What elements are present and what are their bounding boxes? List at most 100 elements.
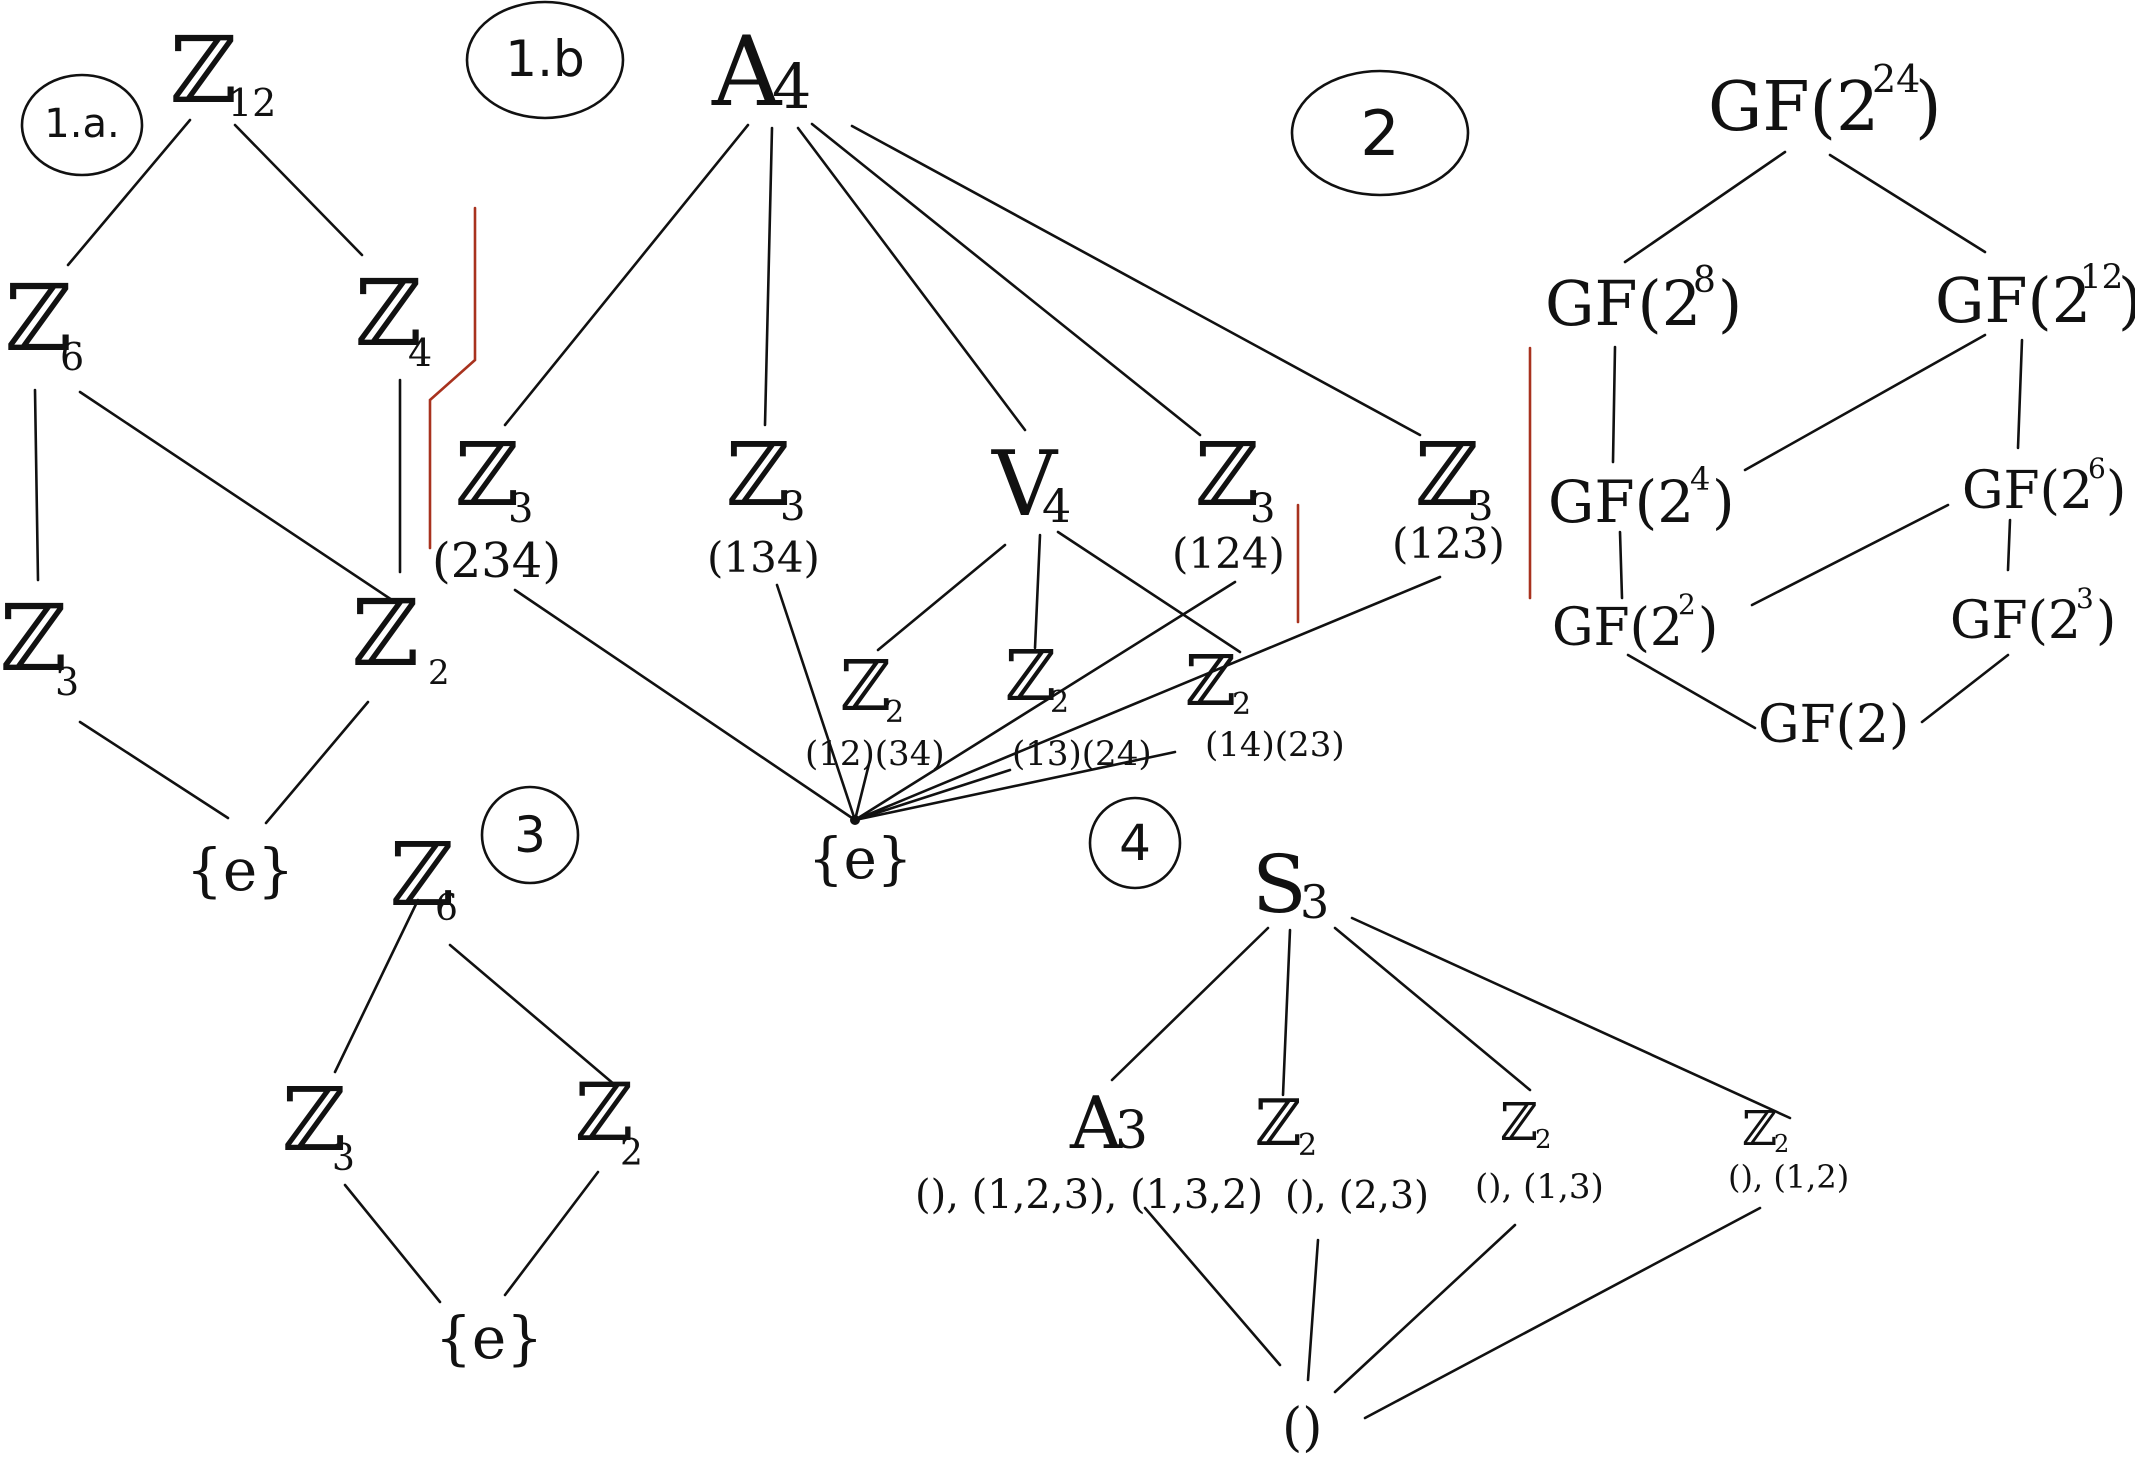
- node-1b-z2-a: ℤ 2 (12)(34): [805, 645, 945, 774]
- svg-text:8: 8: [1693, 260, 1716, 301]
- svg-text:2: 2: [428, 653, 450, 693]
- node-2-gf24: GF(2 24 ): [1708, 57, 1942, 147]
- svg-text:2: 2: [1535, 1125, 1552, 1155]
- svg-text:2: 2: [620, 1133, 643, 1174]
- svg-text:): ): [1698, 598, 1718, 658]
- tag-circle-3: [480, 785, 580, 885]
- svg-text:24: 24: [1872, 57, 1920, 101]
- node-2-gf2sq: GF(2 2 ): [1552, 588, 1718, 658]
- svg-text:ℤ: ℤ: [0, 585, 67, 692]
- svg-text:): ): [1718, 267, 1742, 340]
- diagram-1b: 1.b A 4 ℤ 3 (234) ℤ 3 (134): [432, 0, 1505, 892]
- svg-text:GF(2: GF(2: [1545, 267, 1701, 340]
- svg-text:(124): (124): [1172, 529, 1285, 578]
- svg-text:4: 4: [408, 331, 432, 375]
- svg-text:GF(2: GF(2: [1548, 468, 1694, 536]
- edge-z3-234-e: [513, 588, 857, 822]
- tag-circle-1a: [20, 73, 144, 177]
- svg-text:(134): (134): [707, 533, 820, 582]
- svg-text:A: A: [711, 16, 783, 128]
- node-4-z2-23: ℤ 2 (), (2,3): [1255, 1087, 1429, 1217]
- tag-3: 3: [514, 806, 546, 864]
- edge-gf24-gf12: [1828, 153, 1987, 254]
- svg-text:(), (1,2): (), (1,2): [1728, 1158, 1849, 1196]
- svg-text:(), (1,3): (), (1,3): [1475, 1167, 1604, 1207]
- edge-gf8-gf4: [1611, 345, 1617, 464]
- svg-text:3: 3: [2076, 582, 2094, 615]
- node-2-gf4: GF(2 4 ): [1548, 460, 1735, 536]
- svg-text:GF(2: GF(2: [1950, 591, 2081, 651]
- edge-z2-c-e: [853, 750, 1177, 822]
- svg-text:3: 3: [1250, 486, 1275, 532]
- node-1a-z4: ℤ 4: [355, 260, 432, 375]
- edge-3-z3-e: [343, 1183, 442, 1304]
- edge-s3-z2-23: [1281, 928, 1292, 1097]
- node-1a-z12: ℤ 12: [170, 17, 276, 125]
- svg-text:12: 12: [2080, 257, 2123, 297]
- node-2-gf2: GF(2): [1758, 695, 1909, 755]
- node-3-z3: ℤ 3: [282, 1068, 355, 1179]
- tag-2: 2: [1360, 97, 1399, 170]
- edge-z3-e: [78, 720, 230, 820]
- red-divider-1: [428, 206, 477, 550]
- node-1a-z6: ℤ 6: [5, 265, 84, 379]
- node-1a-e: {e}: [186, 836, 294, 904]
- svg-text:V: V: [991, 432, 1059, 537]
- node-2-gf3: GF(2 3 ): [1950, 582, 2116, 651]
- svg-text:ℤ: ℤ: [840, 645, 891, 727]
- svg-text:): ): [2096, 591, 2116, 651]
- edge-a4-z3-124: [810, 122, 1202, 437]
- node-1b-v4: V 4: [991, 432, 1071, 537]
- node-4-s3: S 3: [1252, 838, 1329, 931]
- svg-text:4: 4: [1042, 479, 1071, 533]
- svg-text:{e}: {e}: [435, 1304, 543, 1372]
- node-2-gf8: GF(2 8 ): [1545, 260, 1742, 340]
- node-1b-z2-c: ℤ 2 (14)(23): [1185, 640, 1345, 765]
- svg-text:ℤ: ℤ: [726, 423, 790, 526]
- node-1b-z3-124: ℤ 3 (124): [1172, 423, 1285, 578]
- svg-text:(), (2,3): (), (2,3): [1285, 1173, 1429, 1217]
- edge-z3-123-e: [853, 575, 1442, 822]
- svg-text:GF(2: GF(2: [1962, 461, 2093, 521]
- diagram-2: 2 GF(2 24 ) GF(2 8 ) GF(2 12 ) GF(2 4: [1290, 57, 2135, 755]
- node-2-gf12: GF(2 12 ): [1935, 257, 2135, 337]
- svg-text:): ): [2106, 461, 2126, 521]
- svg-text:): ): [2118, 264, 2135, 337]
- edge-z2-13-id: [1333, 1223, 1517, 1394]
- edge-z6-z2: [78, 390, 394, 602]
- node-1a-z2: ℤ 2: [352, 580, 450, 693]
- svg-text:4: 4: [1690, 460, 1710, 498]
- edge-z2-23-id: [1306, 1238, 1320, 1382]
- svg-text:{e}: {e}: [186, 836, 294, 904]
- edge-3-z6-z3: [333, 898, 420, 1074]
- edge-3-z2-e: [503, 1170, 600, 1297]
- svg-text:ℤ: ℤ: [355, 260, 422, 367]
- edge-z3-134-e: [775, 583, 857, 822]
- edge-v4-z2-c: [1056, 530, 1242, 654]
- edge-a4-z3-134: [763, 126, 774, 427]
- edge-z2-e: [264, 700, 370, 825]
- node-1b-z3-234: ℤ 3 (234): [432, 423, 561, 589]
- svg-text:): ): [1915, 68, 1942, 147]
- node-1b-e: {e}: [808, 815, 912, 892]
- svg-text:{e}: {e}: [808, 827, 912, 892]
- svg-text:ℤ: ℤ: [575, 1066, 633, 1159]
- edge-gf12-gf6: [2016, 338, 2024, 450]
- svg-text:GF(2: GF(2: [1935, 264, 2091, 337]
- edge-z2-b-e: [853, 768, 1012, 822]
- edge-3-z6-z2: [448, 943, 617, 1087]
- edge-gf4-gf2sq: [1618, 530, 1624, 600]
- svg-text:ℤ: ℤ: [390, 823, 454, 926]
- edge-z6-z3: [33, 388, 40, 582]
- node-1b-e-dot: [850, 815, 860, 825]
- svg-text:3: 3: [1115, 1101, 1148, 1161]
- edge-z12-z6: [66, 118, 192, 267]
- node-4-z2-12: ℤ 2 (), (1,2): [1728, 1101, 1849, 1196]
- svg-text:GF(2: GF(2: [1552, 598, 1683, 658]
- svg-text:ℤ: ℤ: [1742, 1101, 1777, 1157]
- tag-circle-4: [1088, 796, 1182, 890]
- svg-text:6: 6: [60, 335, 84, 379]
- edge-s3-z2-12: [1350, 916, 1792, 1120]
- svg-text:ℤ: ℤ: [1500, 1093, 1538, 1153]
